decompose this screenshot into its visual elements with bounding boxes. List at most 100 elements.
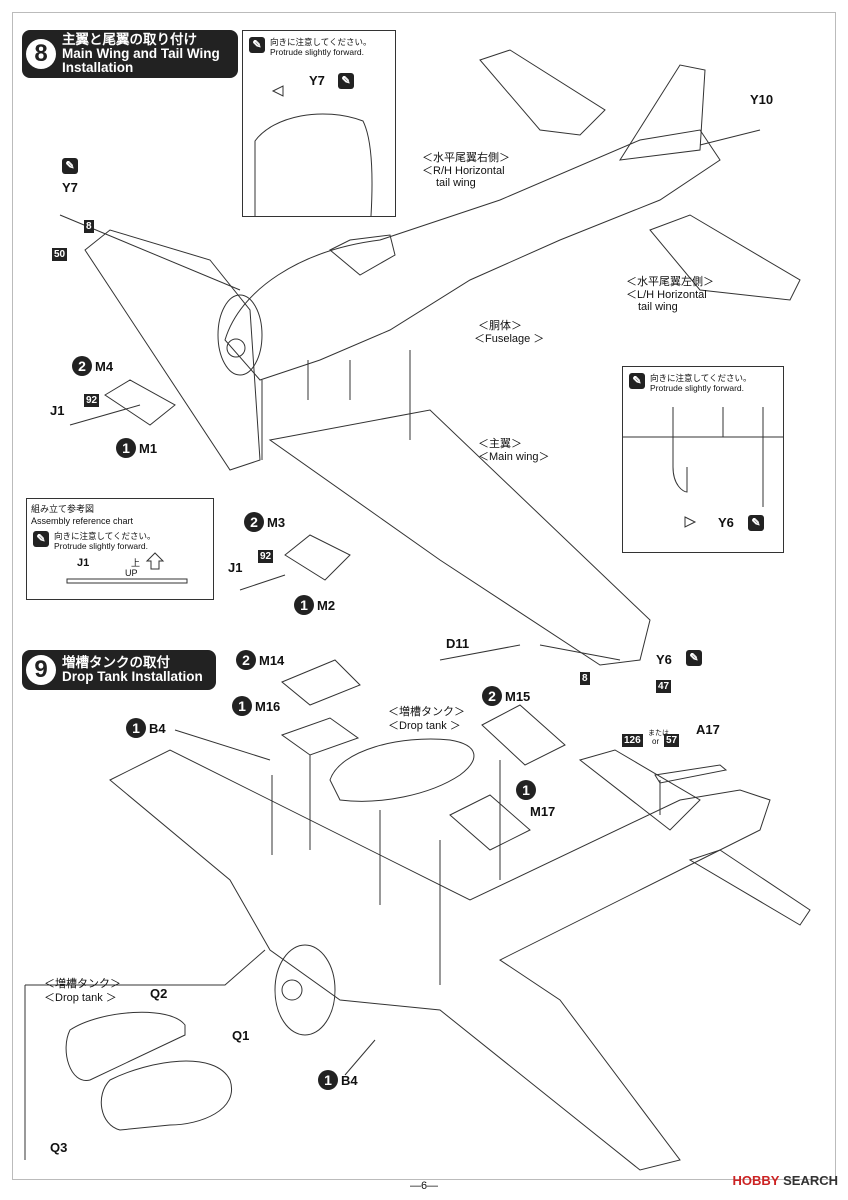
label-or: or xyxy=(652,737,660,746)
fuselage-label-jp: ＜胴体＞ xyxy=(478,320,522,332)
watermark: HOBBY SEARCH xyxy=(733,1173,838,1188)
warning-icon: ✎ xyxy=(686,650,702,666)
assembly-ref-title-jp: 組み立て参考図 xyxy=(31,504,95,514)
sprue-2-icon: 2 xyxy=(72,356,92,376)
badge-126: 126 xyxy=(622,734,643,747)
step8-number: 8 xyxy=(26,39,56,69)
label-d11: D11 xyxy=(446,636,470,651)
fuselage-outline xyxy=(224,129,721,381)
step9-number: 9 xyxy=(26,655,56,685)
warning-icon: ✎ xyxy=(629,373,645,389)
badge-47: 47 xyxy=(656,680,672,693)
label-m14: M14 xyxy=(259,652,285,668)
step9-header: 9 増槽タンクの取付 Drop Tank Installation xyxy=(22,650,216,690)
label-j1: J1 xyxy=(50,403,65,418)
cowling xyxy=(217,294,263,376)
protrude-note-en: Protrude slightly forward. xyxy=(54,541,149,551)
label-y6-callout: Y6 xyxy=(718,515,734,530)
label-m1: M1 xyxy=(139,440,158,456)
assembly-ref-up-en: UP xyxy=(125,568,138,578)
rh-tail-label-en1: ＜R/H Horizontal xyxy=(422,165,505,177)
fuselage-label-en: ＜Fuselage ＞ xyxy=(474,333,545,345)
sprue-1-icon: 1 xyxy=(116,438,136,458)
warning-icon: ✎ xyxy=(748,515,764,531)
label-b4: B4 xyxy=(149,720,166,736)
rh-tail-label-en2: tail wing xyxy=(436,177,476,189)
badge-8a: 8 xyxy=(84,220,94,233)
protrude-note-jp: 向きに注意してください。 xyxy=(650,373,752,383)
label-b4b: B4 xyxy=(341,1072,358,1088)
protrude-note-en: Protrude slightly forward. xyxy=(650,383,745,393)
assembly-ref-part: J1 xyxy=(77,557,90,569)
label-q2: Q2 xyxy=(150,986,168,1001)
page-number: —6— xyxy=(409,1180,439,1192)
label-a17: A17 xyxy=(696,722,720,737)
label-m4: M4 xyxy=(95,358,114,374)
watermark-brand: HOBBY xyxy=(732,1173,780,1188)
label-mata: または xyxy=(648,730,669,737)
watermark-suffix: SEARCH xyxy=(779,1173,838,1188)
badge-92a: 92 xyxy=(84,394,100,407)
sprue-1-icon: 1 xyxy=(516,780,536,800)
droptank-label-jp: ＜増槽タンク＞ xyxy=(388,706,465,718)
label-q3: Q3 xyxy=(50,1140,68,1155)
droptank-label-en: ＜Drop tank ＞ xyxy=(388,720,461,732)
lh-tail-label-en2: tail wing xyxy=(638,301,678,313)
rh-tail-wing xyxy=(479,49,606,136)
badge-57: 57 xyxy=(664,734,680,747)
protrude-note-jp: 向きに注意してください。 xyxy=(270,37,372,47)
badge-8b: 8 xyxy=(580,672,590,685)
badge-92b: 92 xyxy=(258,550,274,563)
sprue-2-icon: 2 xyxy=(236,650,256,670)
sprue-1-icon: 1 xyxy=(232,696,252,716)
badge-50: 50 xyxy=(52,248,68,261)
mainwing-label-en: ＜Main wing＞ xyxy=(478,451,550,463)
y6-callout-box: ✎ 向きに注意してください。 Protrude slightly forward… xyxy=(622,366,784,553)
warning-icon: ✎ xyxy=(249,37,265,53)
label-m3: M3 xyxy=(267,514,286,530)
step9-aircraft-outline xyxy=(109,749,771,1171)
sprue-1-icon: 1 xyxy=(294,595,314,615)
warning-icon: ✎ xyxy=(62,158,78,174)
lh-tail-wing xyxy=(649,214,801,301)
sprue-1-icon: 1 xyxy=(126,718,146,738)
right-wing xyxy=(268,409,651,666)
label-m15: M15 xyxy=(505,688,531,704)
step9-title-jp: 増槽タンクの取付 xyxy=(62,655,170,670)
label-m2: M2 xyxy=(317,597,336,613)
label-y7-callout: Y7 xyxy=(309,73,325,88)
sprue-1-icon: 1 xyxy=(318,1070,338,1090)
step8-header: 8 主翼と尾翼の取り付け Main Wing and Tail Wing Ins… xyxy=(22,30,238,78)
label-y10: Y10 xyxy=(750,92,774,107)
step8-title-jp: 主翼と尾翼の取り付け xyxy=(62,32,197,47)
lh-tail-label-jp: ＜水平尾翼左側＞ xyxy=(626,276,714,288)
assembly-ref-up-jp: 上 xyxy=(131,558,141,568)
lh-tail-label-en1: ＜L/H Horizontal xyxy=(626,289,707,301)
label-y7: Y7 xyxy=(62,180,78,195)
label-m16: M16 xyxy=(255,698,281,714)
label-q1: Q1 xyxy=(232,1028,250,1043)
label-y6: Y6 xyxy=(656,652,672,667)
protrude-note-jp: 向きに注意してください。 xyxy=(54,531,156,541)
warning-icon: ✎ xyxy=(33,531,49,547)
drop-tank xyxy=(329,738,475,802)
vertical-tail xyxy=(619,64,706,161)
warning-icon: ✎ xyxy=(338,73,354,89)
droptank2-label-jp: ＜増槽タンク＞ xyxy=(44,978,121,990)
assembly-reference-box: 組み立て参考図 Assembly reference chart ✎ 向きに注意… xyxy=(26,498,214,600)
step8-title-en: Main Wing and Tail Wing Installation xyxy=(62,46,220,75)
left-wing xyxy=(84,229,261,471)
y7-callout-box: ✎ 向きに注意してください。 Protrude slightly forward… xyxy=(242,30,396,217)
droptank2-label-en: ＜Drop tank ＞ xyxy=(44,992,117,1004)
tag-m17-icon: 1 xyxy=(516,780,539,800)
label-j1b: J1 xyxy=(228,560,243,575)
